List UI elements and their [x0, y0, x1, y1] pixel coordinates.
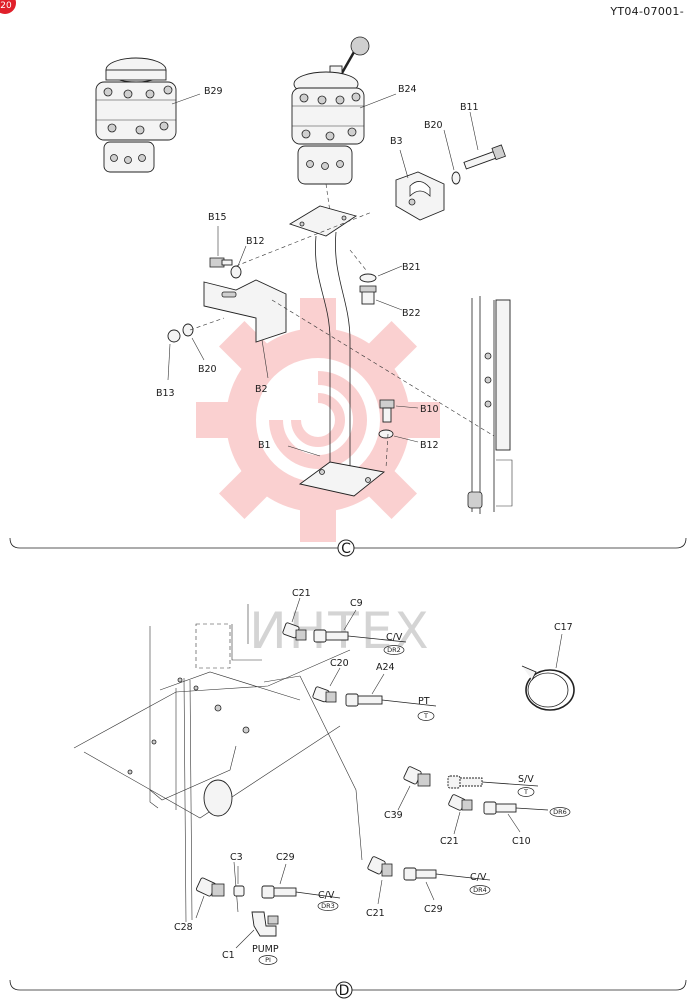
- hose-c29-left: [261, 863, 341, 899]
- label-b2: B2: [255, 384, 268, 395]
- hose-sv: [447, 775, 539, 789]
- bracket-b2: [203, 279, 287, 379]
- label-b3: B3: [390, 136, 403, 147]
- elbow-c1: [235, 911, 279, 949]
- assembly-lines-c: [189, 211, 495, 469]
- hose-c29-right: [403, 867, 491, 901]
- label-c39: C39: [384, 810, 403, 821]
- hose-a24: [345, 673, 437, 707]
- label-b12-bottom: B12: [420, 440, 439, 451]
- label-b10: B10: [420, 404, 439, 415]
- label-c29-left: C29: [276, 852, 295, 863]
- section-c-letter: C: [341, 541, 351, 557]
- frame-right: [467, 296, 513, 514]
- machine-frame: [73, 604, 363, 923]
- tag-t-1: T: [423, 712, 428, 720]
- label-c29-right: C29: [424, 904, 443, 915]
- label-pump: PUMP: [252, 944, 279, 955]
- bolt-b10: [379, 399, 419, 423]
- label-b24: B24: [398, 84, 417, 95]
- label-sv: S/V: [518, 774, 534, 785]
- fitting-c21-mid: [448, 794, 473, 835]
- label-cv-2: C/V: [318, 890, 335, 901]
- label-b22: B22: [402, 308, 421, 319]
- nut-b13: [167, 329, 181, 381]
- washer-b12-bottom: [378, 429, 419, 443]
- tag-dr3-oval: [317, 901, 339, 911]
- doc-code: YT04-07001-: [609, 5, 684, 18]
- label-c9: C9: [350, 598, 363, 609]
- hose-c9: [313, 609, 407, 643]
- clamp-c17: [521, 633, 575, 711]
- tag-t-1-oval: [417, 711, 435, 721]
- page-badge-number: 20: [0, 1, 12, 11]
- label-b11: B11: [460, 102, 479, 113]
- label-c20: C20: [330, 658, 349, 669]
- fitting-c20: [312, 667, 341, 703]
- label-b12-top: B12: [246, 236, 265, 247]
- label-c10: C10: [512, 836, 531, 847]
- valve-b29: [95, 57, 201, 173]
- tag-dr6-oval: [549, 807, 571, 817]
- label-b15: B15: [208, 212, 227, 223]
- bolt-b22: [359, 285, 403, 311]
- fitting-c28: [195, 877, 225, 919]
- label-c17: C17: [554, 622, 573, 633]
- label-b20-left: B20: [198, 364, 217, 375]
- section-d-marker: [335, 981, 353, 999]
- fitting-c21-top: [282, 597, 307, 641]
- label-pt: PT: [418, 696, 430, 707]
- tag-dr2: DR2: [387, 646, 401, 654]
- tag-t-2-oval: [517, 787, 535, 797]
- fitting-c3: [233, 866, 245, 897]
- label-c1: C1: [222, 950, 235, 961]
- tag-t-2: T: [523, 788, 528, 796]
- section-d-letter: D: [339, 983, 350, 999]
- washer-b20-top: [443, 129, 461, 185]
- tag-dr2-oval: [383, 645, 405, 655]
- bolt-b11: [463, 111, 506, 170]
- page-badge: 20: [0, 0, 16, 14]
- watermark-gear: [196, 298, 440, 542]
- label-cv-3: C/V: [470, 872, 487, 883]
- fitting-c21-bottom: [367, 856, 393, 905]
- label-b29: B29: [204, 86, 223, 97]
- label-c21-top: C21: [292, 588, 311, 599]
- washer-b21: [359, 265, 403, 283]
- label-c21-bottom: C21: [366, 908, 385, 919]
- label-cv-1: C/V: [386, 632, 403, 643]
- label-b21: B21: [402, 262, 421, 273]
- label-a24: A24: [376, 662, 395, 673]
- label-c3: C3: [230, 852, 243, 863]
- fitting-c39: [397, 766, 431, 811]
- washer-b20-left: [182, 323, 205, 361]
- label-c21-mid: C21: [440, 836, 459, 847]
- washer-b12-top: [230, 245, 247, 279]
- valve-b24: [291, 36, 397, 213]
- label-b20-top: B20: [424, 120, 443, 131]
- label-b1: B1: [258, 440, 271, 451]
- tag-pi: PI: [265, 956, 271, 964]
- tag-dr6: DR6: [553, 808, 567, 816]
- label-b13: B13: [156, 388, 175, 399]
- section-c-marker: [337, 539, 355, 557]
- tag-pi-oval: [258, 955, 278, 965]
- bolt-b15: [209, 226, 233, 268]
- tag-dr4-oval: [469, 885, 491, 895]
- hose-c10: [483, 801, 549, 833]
- tag-dr4: DR4: [473, 886, 487, 894]
- tag-dr3: DR3: [321, 902, 335, 910]
- bracket-b3: [395, 149, 445, 221]
- column-b1: [287, 205, 386, 497]
- label-c28: C28: [174, 922, 193, 933]
